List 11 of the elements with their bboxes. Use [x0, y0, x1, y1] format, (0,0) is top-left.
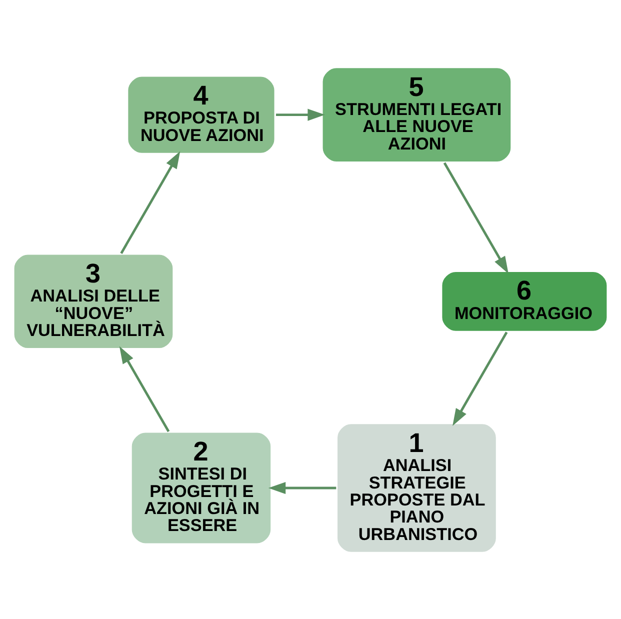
node-box: 4 PROPOSTA DI NUOVE AZIONI [126, 74, 277, 155]
node-box: 1 ANALISI STRATEGIE PROPOSTE DAL PIANO URBANISTICO [335, 421, 498, 554]
arrow [120, 150, 180, 254]
arrow [452, 331, 508, 426]
arrow [443, 162, 508, 274]
node-box: 2 SINTESI DI PROGETTI E AZIONI GIÀ IN ESSERE [129, 430, 274, 546]
arrow [119, 346, 170, 432]
arrow [268, 482, 336, 494]
node-box: 3 ANALISI DELLE “NUOVE” VULNERABILITÀ [12, 252, 176, 350]
node-box: 5 STRUMENTI LEGATI ALLE NUOVE AZIONI [320, 65, 514, 164]
arrow [276, 108, 325, 120]
